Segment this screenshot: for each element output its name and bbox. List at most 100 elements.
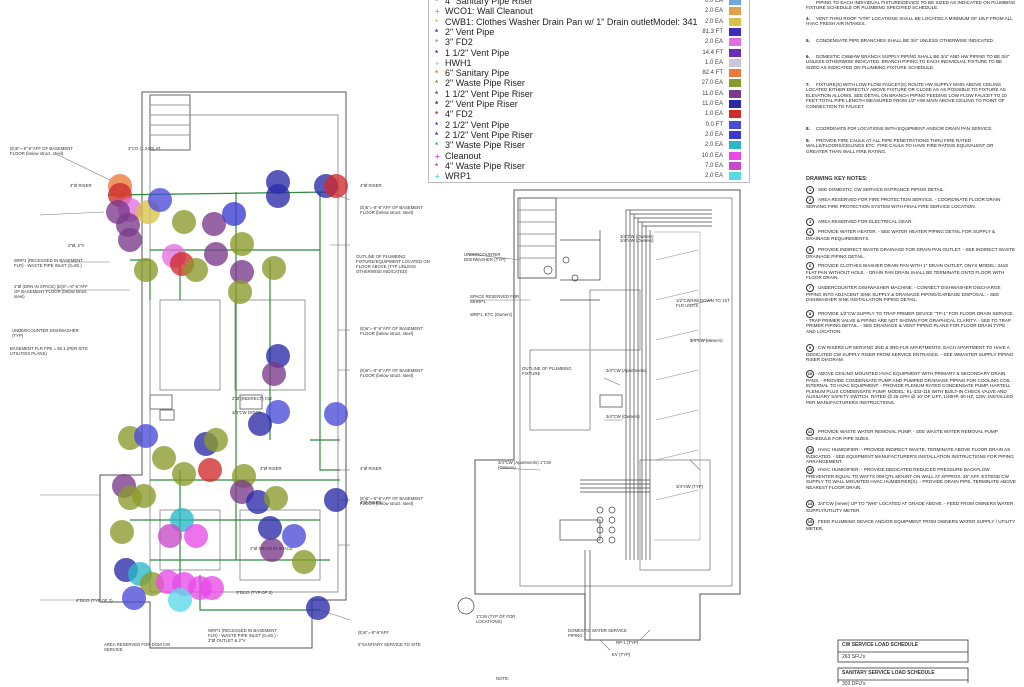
legend-item-name: CWB1: Clothes Washer Drain Pan w/ 1" Dra… (445, 16, 698, 27)
drawing-key-note-text: FEED PLUMBING DEVICE AND/OR EQUIPMENT FR… (806, 519, 1016, 531)
legend-item-quantity: 2.0 EA (704, 39, 723, 46)
markup-circle[interactable] (122, 586, 146, 610)
legend-color-swatch (729, 110, 741, 119)
markup-circle[interactable] (152, 446, 176, 470)
plan-label: (E)6"=-8"-6"AFF OF BASEMENT FLOOR (below… (10, 146, 73, 156)
plan-label: 3"CO (1,3,60) AT (128, 146, 161, 151)
right-plan-pipe-bundle (560, 209, 712, 640)
drawing-key-note-text: AREA RESERVED FOR FIRE PROTECTION SERVIC… (806, 197, 1001, 209)
markup-circle[interactable] (202, 212, 226, 236)
legend-marker: * (435, 38, 439, 48)
legend-color-swatch (729, 69, 741, 78)
legend-color-swatch (729, 58, 741, 67)
markup-circle[interactable] (168, 588, 192, 612)
general-note: 9.PROVIDE FIRE CAULK AT ALL PIPE PENETRA… (806, 138, 1016, 154)
markup-circle[interactable] (132, 484, 156, 508)
drawing-key-note-number: 1 (806, 186, 814, 194)
markup-circle[interactable] (110, 520, 134, 544)
drawing-key-note-number: 8 (806, 310, 814, 318)
markup-circle[interactable] (248, 412, 272, 436)
plan-label: DOMESTIC WATER SERVICE PIPING (568, 628, 627, 638)
markup-circle[interactable] (258, 516, 282, 540)
legend-item-quantity: 2.0 EA (704, 131, 723, 138)
markup-circle[interactable] (262, 256, 286, 280)
legend-marker: * (435, 100, 439, 109)
legend-color-swatch (729, 151, 741, 160)
general-note-text: FIXTURE(S) WITH LOW FLOW FAUCET(S) ROUTE… (806, 82, 1007, 109)
markup-circle[interactable] (172, 462, 196, 486)
markup-circle[interactable] (266, 400, 290, 424)
markup-circle[interactable] (260, 538, 284, 562)
markup-circle[interactable] (264, 486, 288, 510)
markup-circle[interactable] (118, 228, 142, 252)
plan-label: 3/4"CW (Apartments) (606, 368, 647, 373)
markup-circle[interactable] (230, 260, 254, 284)
markup-circle[interactable] (266, 344, 290, 368)
drawing-key-note-number: 2 (806, 196, 814, 204)
plan-label: 3/4"HW (Owners) (620, 238, 654, 243)
legend-color-swatch (729, 100, 741, 108)
markup-circle[interactable] (266, 184, 290, 208)
plan-label: OUTLINE OF PLUMBING FIXTURE (522, 366, 572, 376)
legend-color-swatch (729, 38, 741, 47)
general-note-number: 4. (806, 16, 810, 21)
plan-label: (E)6"=-8"-6"AFF OF BASEMENT FLOOR (below… (360, 496, 423, 506)
legend-color-swatch (729, 89, 741, 98)
legend-item-quantity: 6.0 EA (704, 0, 723, 4)
markup-circle[interactable] (184, 258, 208, 282)
markup-circle[interactable] (204, 242, 228, 266)
general-note-text: VENT THRU ROOF "VTR" LOCATIONS SHALL BE … (806, 16, 1013, 27)
right-plan-inner (519, 197, 733, 587)
markup-circle[interactable] (262, 362, 286, 386)
right-floor-plan (474, 189, 741, 641)
markup-circle[interactable] (324, 402, 348, 426)
legend-item-name: 3" Waste Pipe Riser (445, 140, 525, 151)
markup-circle[interactable] (230, 232, 254, 256)
markup-circle[interactable] (198, 458, 222, 482)
right-plan-leaders (467, 253, 713, 651)
markup-circle[interactable] (134, 424, 158, 448)
markup-circle[interactable] (324, 174, 348, 198)
plan-label: 4"Ø RISER (260, 466, 282, 471)
plan-label: RP-1 (TYP) (616, 640, 639, 645)
legend-marker: * (435, 120, 439, 130)
plan-label: WRP1 (RECESSED IN BASEMENT FLR) - WASTE … (14, 258, 83, 268)
markup-circle[interactable] (184, 524, 208, 548)
legend-color-swatch (729, 172, 741, 181)
legend-item-name: 2" Vent Pipe (445, 26, 495, 37)
markup-circle[interactable] (292, 550, 316, 574)
markup-circle[interactable] (200, 576, 224, 600)
markup-circle[interactable] (158, 524, 182, 548)
drawing-key-note-number: 12 (806, 446, 814, 454)
plan-label: UNDERCOUNTER DISHWASHER (TYP) (464, 252, 506, 262)
plan-label: EV (TYP) (612, 652, 631, 657)
markup-circle[interactable] (172, 210, 196, 234)
plan-label: SPACE RESERVED FOR WHRP1 (470, 294, 520, 304)
markup-circle[interactable] (306, 596, 330, 620)
markup-circle[interactable] (324, 488, 348, 512)
markup-circle[interactable] (148, 188, 172, 212)
legend-item-quantity: 82.4 FT (702, 70, 723, 77)
markup-circle[interactable] (228, 280, 252, 304)
markup-circle[interactable] (282, 524, 306, 548)
drawing-key-note-number: 5 (806, 246, 814, 254)
legend-color-swatch (729, 27, 741, 36)
markup-circle[interactable] (134, 258, 158, 282)
markup-circle[interactable] (246, 490, 270, 514)
markup-circle[interactable] (222, 202, 246, 226)
legend-item-name: 2" Vent Pipe Riser (445, 99, 518, 109)
legend-item-name: 6" Sanitary Pipe (445, 68, 510, 79)
drawing-key-note-text: HVAC HUMIDIFIER: - PROVIDE INDIRECT WAST… (806, 447, 1014, 465)
markup-circle[interactable] (204, 428, 228, 452)
legend-marker: * (435, 89, 439, 99)
general-note-number: 6. (806, 54, 810, 59)
legend-item-quantity: 2.0 EA (704, 8, 723, 15)
